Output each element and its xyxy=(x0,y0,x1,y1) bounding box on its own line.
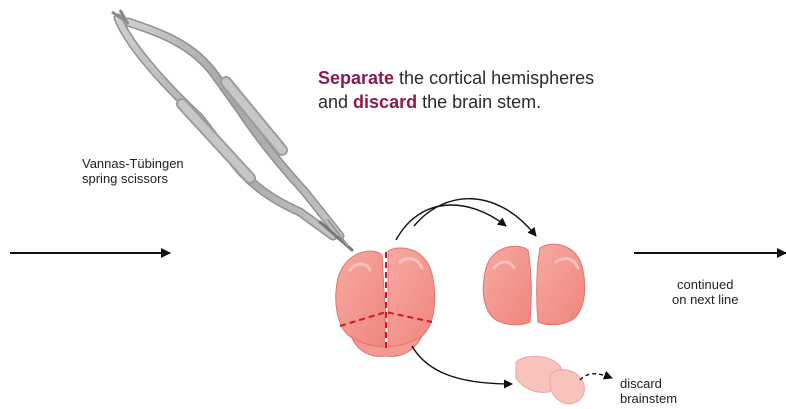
brainstem-pieces xyxy=(516,356,584,404)
instruction-line-1-rest: the cortical hemispheres xyxy=(394,68,594,88)
scissors-label: Vannas-Tübingen spring scissors xyxy=(82,156,184,186)
continued-label-line-2: on next line xyxy=(672,292,739,307)
discard-path-arrow xyxy=(412,346,512,384)
intact-brain-diagram xyxy=(336,248,435,356)
separate-arrow-inner xyxy=(414,199,536,236)
right-hemisphere-shape xyxy=(388,248,435,348)
continued-label: continued on next line xyxy=(672,277,739,307)
instruction-line-2: and discard the brain stem. xyxy=(318,90,678,114)
discard-label-line-2: brainstem xyxy=(620,391,677,406)
separated-hemispheres xyxy=(483,244,585,325)
separated-right-hemisphere xyxy=(537,244,585,325)
spring-scissors-icon xyxy=(112,10,352,250)
left-hemisphere-shape xyxy=(336,251,386,348)
continued-label-line-1: continued xyxy=(672,277,739,292)
discard-dashed-arrow xyxy=(580,374,612,380)
separate-arrow-outer xyxy=(396,205,506,240)
instruction-line-2-pre: and xyxy=(318,92,353,112)
brainstem-piece-2 xyxy=(550,370,584,404)
instruction-line-1: Separate the cortical hemispheres xyxy=(318,66,678,90)
discard-brainstem-label: discard brainstem xyxy=(620,376,677,406)
scissors-label-line-1: Vannas-Tübingen xyxy=(82,156,184,171)
discard-keyword: discard xyxy=(353,92,417,112)
scissors-label-line-2: spring scissors xyxy=(82,171,184,186)
instruction-line-2-rest: the brain stem. xyxy=(417,92,541,112)
separated-left-hemisphere xyxy=(483,246,531,325)
discard-label-line-1: discard xyxy=(620,376,677,391)
instruction-text: Separate the cortical hemispheres and di… xyxy=(318,66,678,114)
separate-keyword: Separate xyxy=(318,68,394,88)
